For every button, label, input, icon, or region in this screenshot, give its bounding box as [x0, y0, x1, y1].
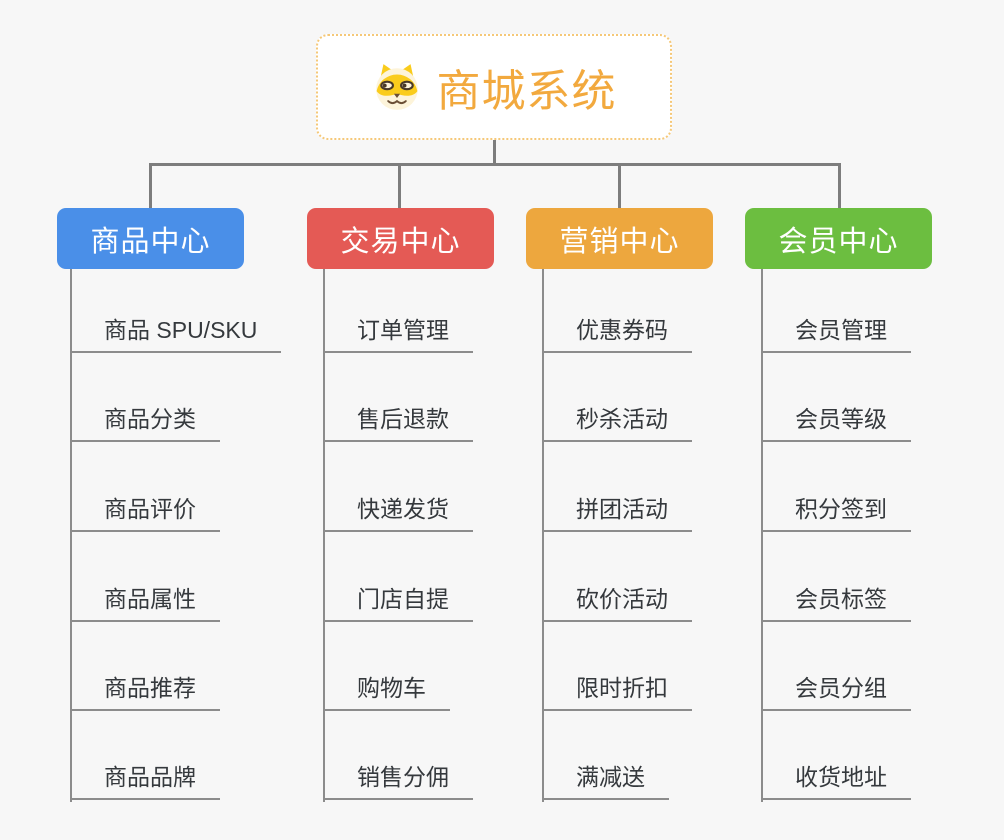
leaf-item[interactable]: 销售分佣 — [323, 754, 473, 800]
branch-spine-trade — [323, 269, 325, 802]
leaf-item[interactable]: 售后退款 — [323, 396, 473, 442]
leaf-item[interactable]: 会员标签 — [761, 576, 911, 622]
leaf-item[interactable]: 快递发货 — [323, 486, 473, 532]
connector-drop-1 — [149, 163, 152, 208]
connector-drop-3 — [618, 166, 621, 208]
branch-spine-product — [70, 269, 72, 802]
leaf-item[interactable]: 优惠券码 — [542, 307, 692, 353]
branch-node-product[interactable]: 商品中心 — [57, 208, 244, 269]
leaf-item[interactable]: 会员等级 — [761, 396, 911, 442]
leaf-item[interactable]: 商品品牌 — [70, 754, 220, 800]
leaf-item[interactable]: 积分签到 — [761, 486, 911, 532]
branch-node-marketing[interactable]: 营销中心 — [526, 208, 713, 269]
leaf-item[interactable]: 收货地址 — [761, 754, 911, 800]
dog-face-icon — [375, 64, 418, 110]
connector-drop-2 — [398, 166, 401, 208]
leaf-item[interactable]: 商品评价 — [70, 486, 220, 532]
leaf-item[interactable]: 商品属性 — [70, 576, 220, 622]
leaf-item[interactable]: 会员管理 — [761, 307, 911, 353]
branch-node-trade[interactable]: 交易中心 — [307, 208, 494, 269]
leaf-item[interactable]: 商品 SPU/SKU — [70, 307, 282, 353]
connector-drop-4 — [838, 163, 841, 208]
branch-spine-member — [761, 269, 763, 802]
branch-node-member[interactable]: 会员中心 — [745, 208, 932, 269]
leaf-item[interactable]: 满减送 — [542, 754, 669, 800]
leaf-item[interactable]: 商品推荐 — [70, 665, 220, 711]
leaf-item[interactable]: 购物车 — [323, 665, 450, 711]
root-node[interactable]: 商城系统 — [316, 34, 672, 140]
leaf-item[interactable]: 商品分类 — [70, 396, 220, 442]
connector-root-stem — [493, 140, 496, 166]
connector-rail — [149, 163, 841, 166]
leaf-item[interactable]: 订单管理 — [323, 307, 473, 353]
leaf-item[interactable]: 门店自提 — [323, 576, 473, 622]
leaf-item[interactable]: 砍价活动 — [542, 576, 692, 622]
leaf-item[interactable]: 会员分组 — [761, 665, 911, 711]
root-title: 商城系统 — [436, 67, 617, 116]
leaf-item[interactable]: 拼团活动 — [542, 486, 692, 532]
leaf-item[interactable]: 秒杀活动 — [542, 396, 692, 442]
leaf-item[interactable]: 限时折扣 — [542, 665, 692, 711]
branch-spine-marketing — [542, 269, 544, 802]
